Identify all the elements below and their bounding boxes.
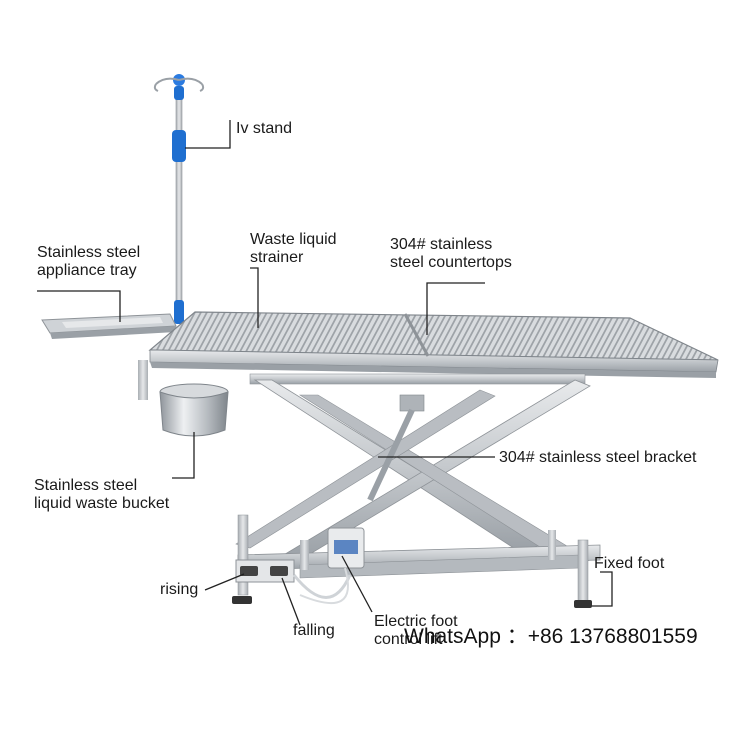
electric-foot-control — [235, 527, 365, 605]
leader-waste-strainer — [250, 267, 259, 328]
label-fixed-foot: Fixed foot — [594, 555, 665, 572]
liquid-waste-bucket — [138, 360, 229, 437]
leader-iv-stand — [185, 120, 231, 149]
leader-foot-control — [341, 555, 373, 613]
iv-stand — [153, 74, 205, 324]
leader-countertops — [426, 282, 485, 335]
leader-lines — [37, 120, 613, 626]
label-iv-stand: Iv stand — [236, 120, 293, 137]
scissor-lift-bracket — [235, 379, 591, 567]
appliance-tray — [41, 313, 177, 339]
label-rising: rising — [160, 581, 199, 598]
label-bracket: 304# stainless steel bracket — [499, 449, 697, 466]
label-falling: falling — [293, 622, 335, 639]
leader-appliance-tray — [37, 290, 121, 322]
leader-rising — [204, 573, 245, 591]
leader-fixed-foot — [592, 571, 613, 607]
whatsapp-watermark: WhatsApp ：+86 13768801559 — [404, 625, 698, 648]
tabletop-countertop — [148, 311, 719, 385]
leader-falling — [281, 577, 301, 626]
leader-waste-bucket — [172, 432, 195, 479]
